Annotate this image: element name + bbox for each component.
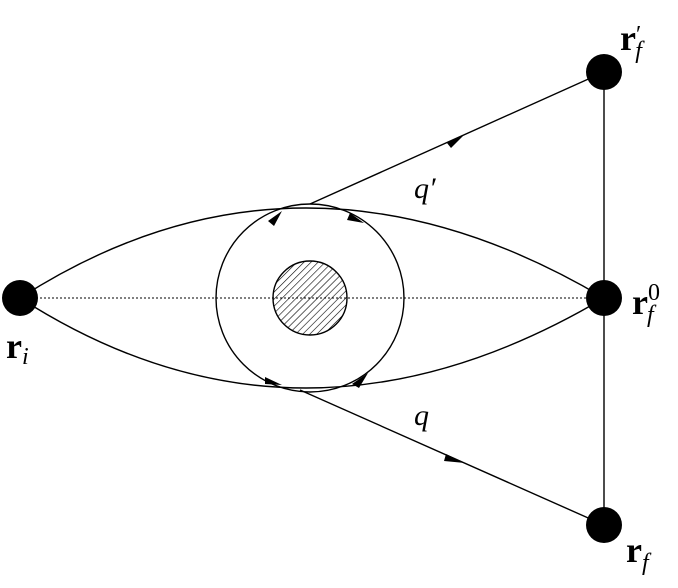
label-r-f-prime-sub: f — [635, 38, 645, 64]
label-q-prime: q′ — [414, 172, 436, 205]
arrow-q-prime — [447, 134, 465, 148]
arrow-ring-upper-right — [347, 213, 364, 223]
arrow-ring-upper-left — [268, 211, 282, 226]
arrow-ring-lower-right — [352, 373, 368, 388]
arrow-q — [444, 454, 465, 463]
label-r-f-0-main: r — [632, 282, 648, 322]
label-r-i: ri — [6, 326, 29, 370]
hatched-obstacle — [272, 260, 348, 336]
node-r-f — [586, 507, 622, 543]
label-r-f: rf — [626, 530, 652, 576]
upper-arc — [19, 207, 605, 299]
label-r-f-prime-main: r — [620, 18, 636, 58]
label-r-f-0-sub: f — [647, 302, 657, 328]
node-r-f-prime — [586, 54, 622, 90]
lower-arc — [19, 297, 605, 389]
label-r-f-prime-mark: ′ — [636, 22, 641, 48]
arrow-ring-lower-left — [265, 377, 282, 385]
label-r-f-sub: f — [642, 550, 652, 576]
label-r-f-prime: r′f — [620, 18, 645, 64]
label-r-i-sub: i — [22, 344, 29, 370]
label-r-f-0-sup: 0 — [648, 280, 660, 306]
label-q: q — [414, 399, 429, 432]
label-r-f-main: r — [626, 530, 642, 570]
label-r-i-main: r — [6, 326, 22, 366]
node-r-f-0 — [586, 280, 622, 316]
node-r-i — [2, 280, 38, 316]
